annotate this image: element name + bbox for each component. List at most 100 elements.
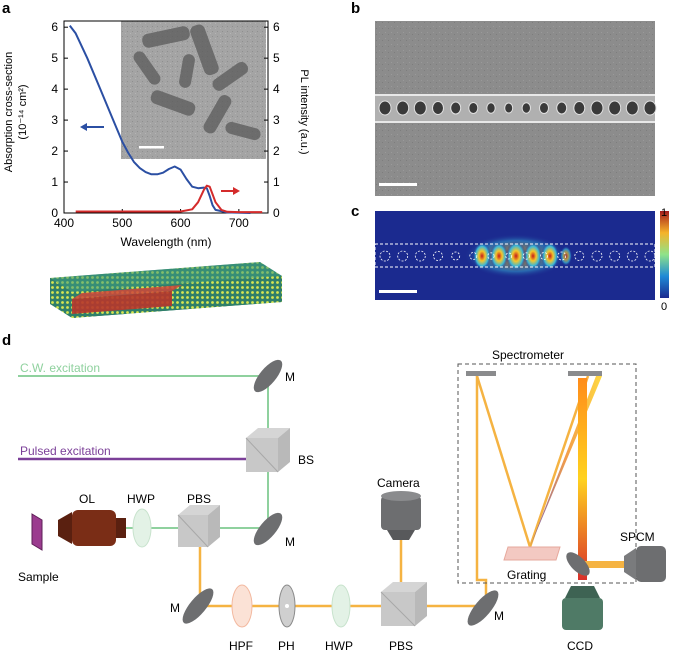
sem-hole	[432, 101, 444, 115]
field-holes	[379, 250, 656, 262]
mirror-top-label: M	[285, 370, 295, 384]
y-tick-label: 2	[51, 144, 58, 158]
pinhole-aperture	[285, 604, 289, 608]
mirror-bottom-left	[182, 588, 214, 624]
y-tick-label: 0	[51, 206, 58, 220]
camera	[381, 491, 421, 540]
field-hole	[574, 251, 585, 261]
mirror-mid-label: M	[285, 535, 295, 549]
ccd-detector	[562, 586, 603, 630]
x-tick-label: 400	[54, 216, 74, 230]
sem-hole	[643, 100, 657, 116]
sem-hole	[573, 101, 586, 115]
y2-tick-label: 4	[273, 82, 280, 96]
ccd-label: CCD	[567, 639, 593, 653]
y-tick-label: 6	[51, 20, 58, 34]
ol-label: OL	[79, 492, 95, 506]
cw-excitation-label: C.W. excitation	[20, 361, 100, 375]
y-axis-label-line1: Absorption cross-section	[3, 52, 15, 172]
x-tick-label: 700	[229, 216, 249, 230]
field-hole	[522, 252, 530, 260]
panel-c: c 1 0	[351, 203, 669, 313]
hwp-bottom-label: HWP	[325, 639, 353, 653]
sem-hole	[590, 100, 604, 116]
chart-lines	[69, 24, 263, 214]
y-axis-label-line2: (10⁻¹⁴ cm²)	[17, 84, 29, 139]
sem-hole	[378, 100, 392, 116]
hwp-top	[132, 508, 152, 548]
sample-label: Sample	[18, 570, 59, 584]
sem-hole	[556, 101, 568, 115]
y-tick-label: 3	[51, 113, 58, 127]
y-tick-label: 1	[51, 175, 58, 189]
bs-label: BS	[298, 453, 314, 467]
sem-hole	[504, 102, 514, 114]
camera-label: Camera	[377, 476, 420, 490]
sem-hole	[413, 100, 427, 116]
field-hole	[557, 251, 567, 261]
pbs-bottom	[380, 582, 427, 627]
field-hole	[433, 251, 443, 261]
panel-a-letter: a	[2, 0, 11, 17]
absorption-series-line	[69, 24, 251, 214]
field-hole	[379, 250, 391, 262]
y2-tick-label: 1	[273, 175, 280, 189]
sem-hole	[396, 100, 410, 116]
nanorod-lattice-illustration	[50, 262, 282, 318]
sem-hole	[521, 102, 531, 114]
panel-d: d C.W. excitation Pulsed excitation M	[2, 332, 666, 653]
grating	[503, 546, 561, 561]
mirror-bottom-right-label: M	[494, 609, 504, 623]
hpf-filter	[231, 584, 253, 628]
chart-frame	[63, 20, 269, 214]
field-scale-bar	[379, 290, 417, 293]
spectrum-beam-to-ccd	[578, 378, 587, 580]
field-hole	[451, 251, 461, 261]
field-hole	[397, 250, 409, 262]
mirror-bottom-left-label: M	[170, 601, 180, 615]
hwp-bottom	[331, 584, 351, 628]
pl-axis-arrow	[221, 187, 240, 195]
pbs-top-label: PBS	[187, 492, 211, 506]
flip-mirror	[566, 552, 590, 576]
sem-hole	[468, 102, 479, 114]
y2-tick-label: 2	[273, 144, 280, 158]
pbs-top	[177, 505, 220, 548]
sem-scale-bar	[379, 183, 417, 186]
spectrometer-mirror-right	[568, 371, 602, 376]
spectrometer-box	[457, 363, 637, 584]
field-hole	[505, 252, 513, 260]
spcm-detector	[624, 546, 666, 582]
beam-splitter-bs	[245, 428, 290, 473]
pulsed-excitation-label: Pulsed excitation	[20, 444, 111, 458]
grating-label: Grating	[507, 568, 546, 582]
sem-hole	[450, 101, 462, 115]
x-tick-label: 500	[112, 216, 132, 230]
y-tick-label: 4	[51, 82, 58, 96]
sem-holes	[378, 100, 657, 116]
y2-tick-label: 3	[273, 113, 280, 127]
field-hole	[469, 252, 478, 260]
colorbar	[660, 211, 669, 298]
y2-axis-label: PL intensity (a.u.)	[298, 69, 310, 154]
sem-hole	[608, 100, 622, 116]
y-tick-label: 5	[51, 51, 58, 65]
hwp-top-label: HWP	[127, 492, 155, 506]
hpf-label: HPF	[229, 639, 253, 653]
pl-series-line	[75, 184, 263, 214]
panel-b: b	[351, 0, 657, 196]
tem-scale-bar	[139, 146, 164, 149]
mirror-top	[253, 359, 283, 393]
y2-tick-label: 0	[273, 206, 280, 220]
beam-to-spcm	[582, 561, 624, 568]
panel-c-letter: c	[351, 203, 359, 220]
sem-hole	[486, 102, 496, 114]
colorbar-max-label: 1	[661, 207, 667, 219]
absorption-axis-arrow	[80, 123, 104, 131]
field-waveguide-outline	[374, 243, 656, 268]
field-hole	[540, 252, 548, 260]
field-hole	[591, 250, 603, 262]
pbs-bottom-label: PBS	[389, 639, 413, 653]
